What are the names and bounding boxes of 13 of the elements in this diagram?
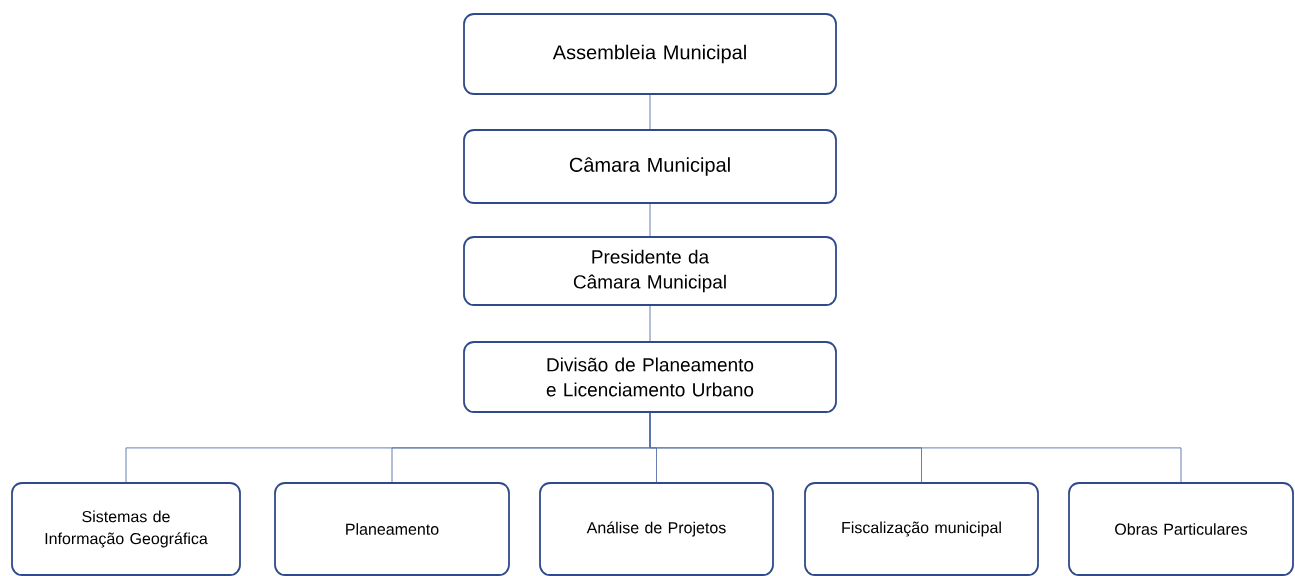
org-box: Câmara Municipal <box>463 129 837 204</box>
org-box: Presidente da Câmara Municipal <box>463 236 837 306</box>
connector-line <box>649 412 1182 483</box>
org-box: Análise de Projetos <box>539 482 774 576</box>
org-box: Divisão de Planeamento e Licenciamento Urbano <box>463 341 837 413</box>
org-box: Assembleia Municipal <box>463 13 837 95</box>
org-box: Planeamento <box>274 482 510 576</box>
org-box: Fiscalização municipal <box>804 482 1039 576</box>
org-box: Sistemas de Informação Geográfica <box>11 482 241 576</box>
connector-line <box>649 94 651 130</box>
connector-line <box>649 305 651 342</box>
org-box: Obras Particulares <box>1068 482 1294 576</box>
connector-line <box>649 203 651 237</box>
